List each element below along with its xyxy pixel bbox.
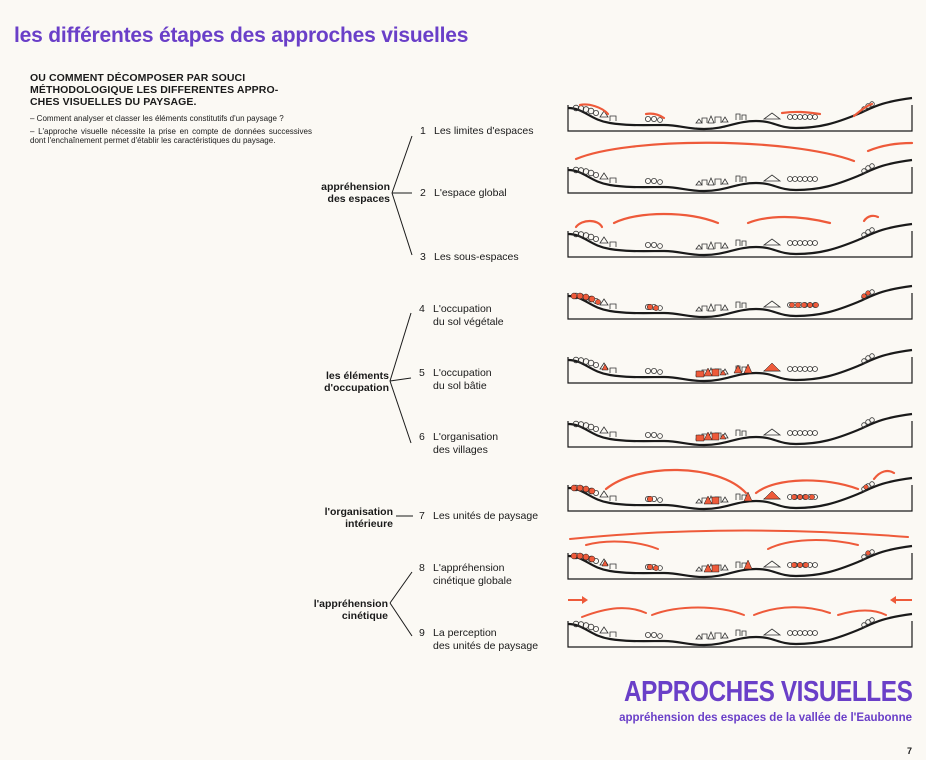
footer-subtitle: appréhension des espaces de la vallée de… [619,712,912,724]
step-label: L'occupation du sol végétale [433,303,504,328]
intro-heading: OU COMMENT DÉCOMPOSER PAR SOUCI MÉTHODOL… [30,72,279,108]
step-label: Les sous-espaces [434,251,519,263]
step-number: 2 [420,187,426,199]
step-number: 8 [419,562,425,574]
step-number: 5 [419,367,425,379]
step-label: L'organisation des villages [433,431,499,456]
page-number: 7 [906,746,912,756]
step-label: L'appréhension cinétique globale [433,562,512,587]
intro-paragraph-1: – Comment analyser et classer les élémen… [30,114,284,123]
group-label-espaces: appréhension des espaces [321,181,390,205]
step-number: 3 [420,251,426,263]
step-label: L'occupation du sol bâtie [433,367,492,392]
step-number: 9 [419,627,425,639]
page-title: les différentes étapes des approches vis… [14,24,469,47]
group-label-cinetique: l'appréhension cinétique [313,598,388,622]
group-label-occupation: les éléments d'occupation [324,370,389,394]
intro-block: OU COMMENT DÉCOMPOSER PAR SOUCI MÉTHODOL… [30,72,312,150]
intro-paragraph-2: – L'approche visuelle nécessite la prise… [30,127,312,146]
footer-title: APPROCHES VISUELLES [623,676,913,708]
step-label: Les limites d'espaces [434,125,534,137]
step-number: 7 [419,510,425,522]
step-label: L'espace global [434,187,507,199]
group-label-organisation: l'organisation intérieure [324,506,393,530]
step-number: 6 [419,431,425,443]
step-label: La perception des unités de paysage [433,627,539,652]
step-number: 4 [419,303,425,315]
step-number: 1 [420,125,426,137]
step-label: Les unités de paysage [433,510,539,522]
